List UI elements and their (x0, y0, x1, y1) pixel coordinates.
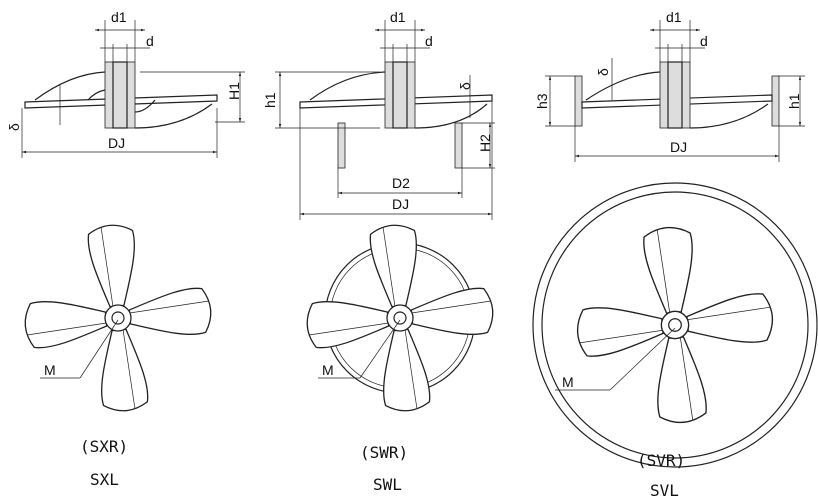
top-view-sxl: M (SXR) SXL (23, 223, 212, 489)
label-DJ: DJ (392, 196, 409, 212)
view-name-svl: SVL (650, 481, 679, 500)
label-h1: h1 (786, 93, 802, 109)
side-view-sxl: d1 d H1 δ DJ (6, 9, 245, 158)
label-D2: D2 (392, 175, 410, 191)
label-delta: δ (595, 68, 611, 76)
top-view-swl: M (SWR) SWL (305, 223, 494, 494)
label-DJ: DJ (108, 135, 125, 151)
label-d1: d1 (666, 9, 682, 25)
label-DJ: DJ (670, 139, 687, 155)
side-view-svl: d1 d δ h3 h1 DJ (534, 9, 805, 162)
view-code-swr: (SWR) (360, 443, 408, 462)
label-delta: δ (457, 82, 473, 90)
label-d: d (146, 33, 154, 49)
label-h3: h3 (534, 93, 550, 109)
label-d1: d1 (390, 9, 406, 25)
label-H2: H2 (477, 134, 493, 152)
label-d1: d1 (111, 9, 127, 25)
view-name-swl: SWL (373, 475, 402, 494)
label-d: d (700, 33, 708, 49)
view-code-svr: (SVR) (637, 451, 685, 470)
top-view-svl: M (SVR) SVL (532, 182, 818, 500)
view-code-sxr: (SXR) (80, 437, 128, 456)
view-name-sxl: SXL (90, 470, 119, 489)
label-d: d (425, 33, 433, 49)
label-h1: h1 (262, 92, 278, 108)
label-M: M (562, 374, 574, 390)
label-delta: δ (6, 123, 22, 131)
label-M: M (44, 362, 56, 378)
label-M: M (322, 362, 334, 378)
side-view-swl: d1 d h1 δ H2 D2 DJ (262, 9, 495, 220)
label-H1: H1 (226, 82, 242, 100)
